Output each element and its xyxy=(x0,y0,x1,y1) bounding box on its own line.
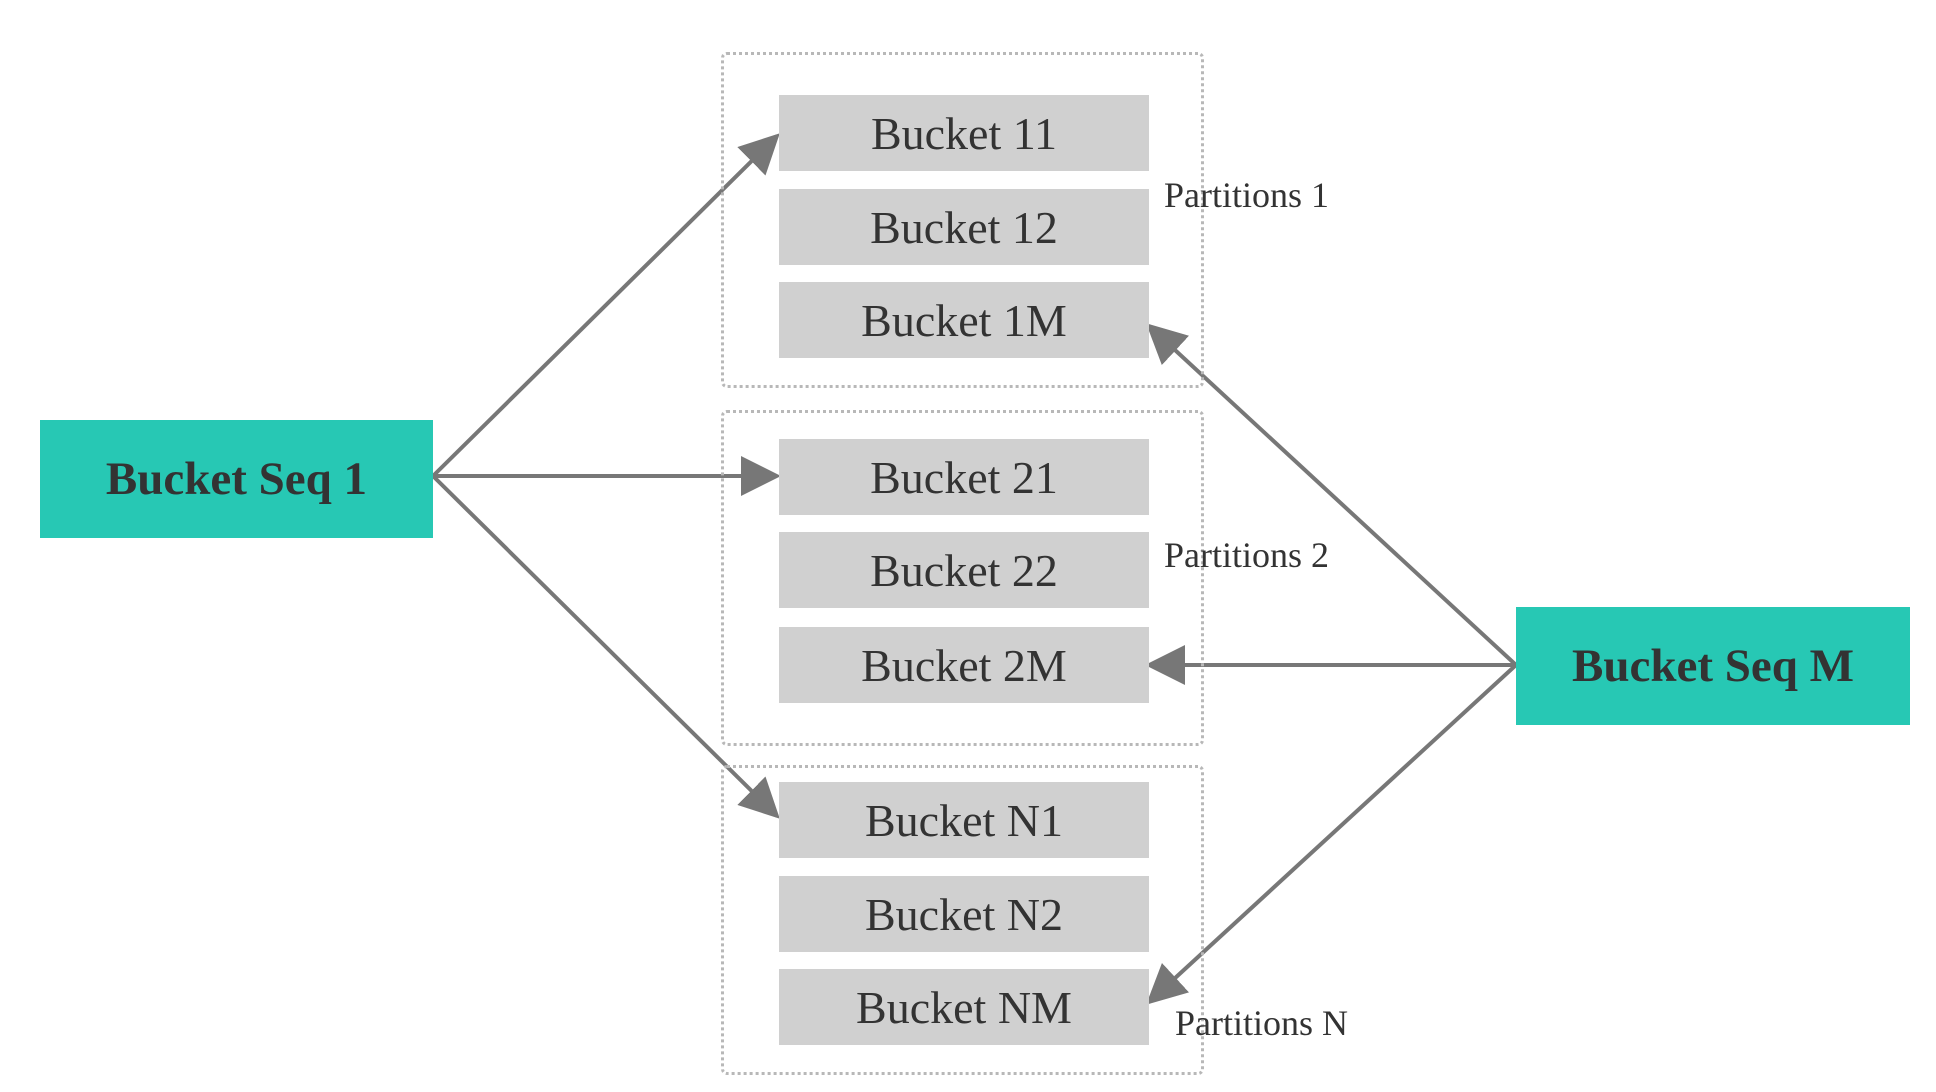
arrow-seqm-to-bucket-1m xyxy=(1146,323,1518,667)
bucket-11: Bucket 11 xyxy=(779,95,1149,171)
bucket-seq-m-node: Bucket Seq M xyxy=(1516,607,1910,725)
partition-label-2: Partitions 2 xyxy=(1164,535,1330,575)
bucket-22: Bucket 22 xyxy=(779,532,1149,608)
partition-group-n xyxy=(721,765,1204,1075)
bucket-n2: Bucket N2 xyxy=(779,876,1149,952)
bucket-12: Bucket 12 xyxy=(779,189,1149,265)
arrow-seq1-to-bucket-n1 xyxy=(431,474,780,819)
arrow-seq1-to-bucket-11 xyxy=(431,133,780,478)
partition-label-n: Partitions N xyxy=(1175,1003,1349,1043)
bucket-1m: Bucket 1M xyxy=(779,282,1149,358)
partition-group-1 xyxy=(721,52,1204,388)
bucket-seq-1-node: Bucket Seq 1 xyxy=(40,420,433,538)
bucket-21: Bucket 21 xyxy=(779,439,1149,515)
bucket-n1: Bucket N1 xyxy=(779,782,1149,858)
partition-group-2 xyxy=(721,410,1204,746)
bucket-2m: Bucket 2M xyxy=(779,627,1149,703)
arrow-seqm-to-bucket-nm xyxy=(1146,663,1518,1005)
partition-label-1: Partitions 1 xyxy=(1164,175,1330,215)
bucket-nm: Bucket NM xyxy=(779,969,1149,1045)
